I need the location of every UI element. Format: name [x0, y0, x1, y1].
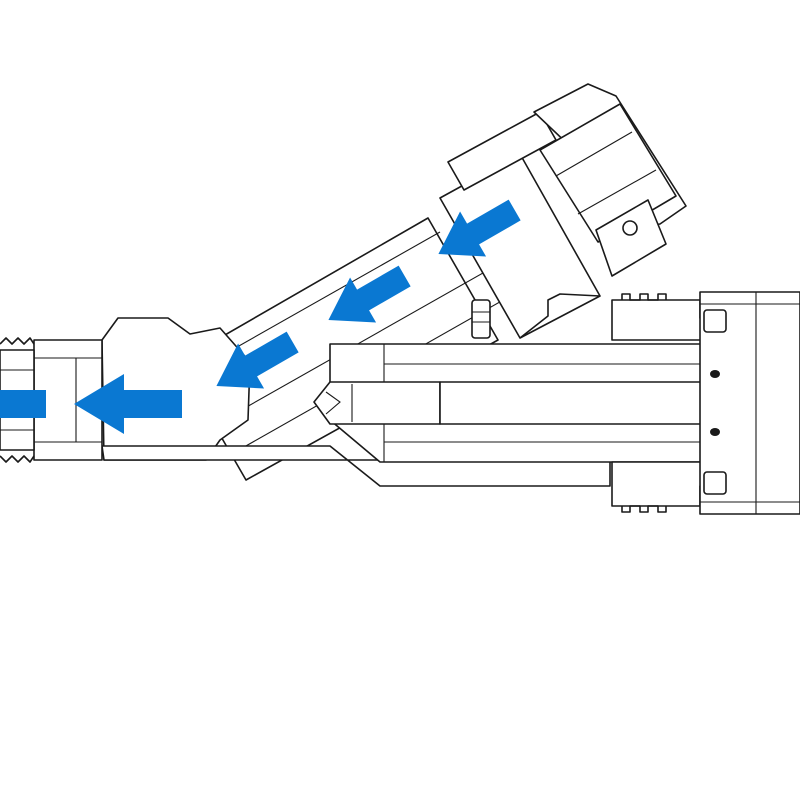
bonnet-nut-top — [703, 309, 727, 333]
plunger-tip — [325, 391, 341, 415]
branch-end-nut-edge — [555, 131, 633, 177]
right-bonnet — [611, 291, 800, 515]
bonnet-castellation — [621, 505, 667, 513]
flow-arrow-tail — [0, 390, 46, 418]
bonnet-nut-bottom — [703, 471, 727, 495]
branch-end-nut-edge — [577, 169, 657, 215]
branch-bolt-hole — [622, 220, 638, 236]
branch-bore-line — [199, 231, 441, 369]
outlet-thread — [0, 455, 35, 463]
branch-bore-line — [205, 251, 521, 431]
branch-pin — [471, 299, 491, 339]
valve-plunger — [313, 381, 441, 425]
bonnet-castellation — [621, 293, 667, 301]
branch-clamp-block — [595, 199, 667, 277]
flow-arrows — [0, 199, 521, 434]
flow-arrow — [216, 331, 299, 389]
flow-arrow — [438, 199, 521, 257]
bonnet-screw-bottom — [710, 428, 720, 436]
branch-flange — [519, 293, 601, 339]
flow-arrow — [74, 374, 182, 434]
main-body-lower — [101, 445, 611, 487]
flow-arrow — [328, 265, 411, 323]
bonnet-screw-top — [710, 370, 720, 378]
outlet-thread — [0, 337, 35, 345]
main-body — [101, 317, 800, 487]
